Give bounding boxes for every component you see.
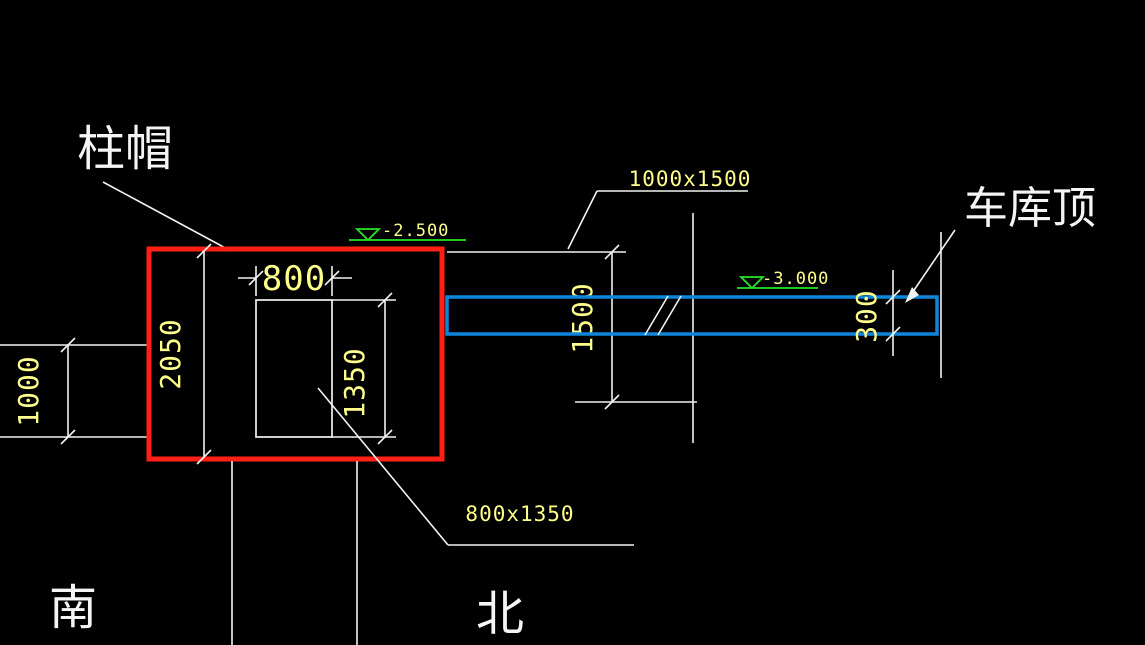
column-cap-label: 柱帽 <box>77 121 173 177</box>
north-label: 北 <box>476 586 524 642</box>
dim-1000: 1000 <box>12 355 45 426</box>
south-label: 南 <box>49 580 97 636</box>
column-cap-leader-line <box>102 181 232 252</box>
dim-panel-1000x1500: 1000x1500 <box>629 167 752 191</box>
column-cap-highlight-box[interactable] <box>146 246 445 462</box>
dim-300: 300 <box>850 289 883 343</box>
dim-800: 800 <box>262 259 326 299</box>
dim-1500: 1500 <box>566 282 599 353</box>
dim-300-lines <box>885 270 901 356</box>
cap-note-leader-lines <box>317 387 634 546</box>
elevation-minus-2500: -2.500 <box>382 221 449 241</box>
slab-highlight-box[interactable] <box>445 295 939 336</box>
dim-800-lines <box>238 266 352 296</box>
dim-1350: 1350 <box>338 347 371 418</box>
slab-break-symbol <box>644 295 682 336</box>
elevation-minus-3000: -3.000 <box>762 269 829 289</box>
leader-arrowhead-icon <box>905 287 919 303</box>
garage-roof-label: 车库顶 <box>964 183 1096 234</box>
garage-roof-leader-lines <box>907 229 956 378</box>
column-section-rect <box>255 299 333 438</box>
elevation-marker-lower <box>737 276 818 290</box>
dim-2050-lines <box>196 243 212 465</box>
column-lines-below <box>231 461 358 645</box>
note-800x1350: 800x1350 <box>465 502 574 526</box>
left-dimension-lines <box>0 337 148 445</box>
panel-note-leader-lines <box>567 190 748 250</box>
dim-1500-lines <box>447 213 697 443</box>
elevation-marker-upper <box>349 228 466 242</box>
dim-1350-lines <box>332 292 396 445</box>
dim-2050: 2050 <box>154 318 187 389</box>
